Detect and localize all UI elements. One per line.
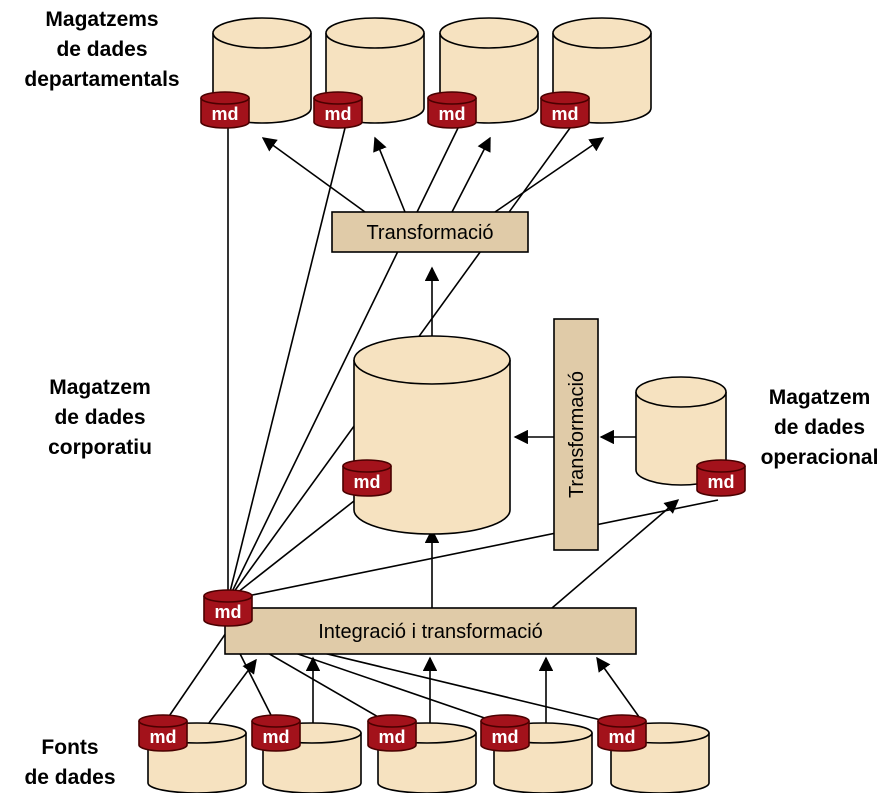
arrow-integration-to-operational	[551, 499, 680, 609]
label-corporate-line1: Magatzem	[49, 376, 151, 399]
line-hub-to-dept-2	[227, 127, 346, 601]
label-sources-line2: de dades	[24, 766, 116, 789]
departmental-md-icon-2: md	[313, 91, 363, 129]
label-corporate-line2: de dades	[54, 406, 146, 429]
departmental-md-icon-4: md	[540, 91, 590, 129]
source-md-icon-4: md	[480, 714, 530, 752]
metadata-label: md	[325, 104, 352, 124]
metadata-label: md	[150, 727, 177, 747]
line-hub-to-dept-3	[227, 127, 459, 601]
metadata-label: md	[354, 472, 381, 492]
metadata-label: md	[439, 104, 466, 124]
arrow-to-dept-2	[373, 136, 406, 213]
integration-transformation-box: Integració i transformació	[224, 607, 637, 655]
label-data-sources: Fonts de dades	[15, 733, 125, 793]
metadata-label: md	[552, 104, 579, 124]
metadata-label: md	[708, 472, 735, 492]
label-operational-line1: Magatzem	[768, 386, 871, 409]
label-operational-line3: operacional	[760, 446, 879, 469]
label-sources-line1: Fonts	[41, 736, 99, 759]
corporate-md-icon: md	[342, 459, 392, 497]
source-md-icon-5: md	[597, 714, 647, 752]
label-departmental-line1: Magatzems	[45, 8, 159, 31]
metadata-label: md	[215, 602, 242, 622]
top-transformation-box: Transformació	[331, 211, 529, 253]
label-operational-warehouse: Magatzem de dades operacional	[748, 383, 891, 473]
source-md-icon-1: md	[138, 714, 188, 752]
line-hub-to-operational-md	[227, 499, 719, 601]
arrow-to-dept-3	[451, 136, 491, 213]
central-md-hub-icon: md	[203, 589, 253, 627]
departmental-md-icon-1: md	[200, 91, 250, 129]
operational-md-icon: md	[696, 459, 746, 497]
label-departmental-line3: departamentals	[24, 68, 180, 91]
corporate-warehouse	[353, 335, 511, 535]
label-departmental-warehouses: Magatzems de dades departamentals	[2, 5, 202, 95]
metadata-label: md	[609, 727, 636, 747]
label-corporate-warehouse: Magatzem de dades corporatiu	[5, 373, 195, 463]
metadata-label: md	[263, 727, 290, 747]
arrow-to-dept-4	[494, 137, 605, 213]
source-md-icon-3: md	[367, 714, 417, 752]
transformation-label: Transformació	[366, 222, 493, 244]
connector-lines	[162, 127, 719, 736]
line-hub-to-source-md-1	[162, 629, 229, 726]
label-departmental-line2: de dades	[56, 38, 148, 61]
arrow-to-dept-1	[261, 137, 366, 213]
metadata-label: md	[379, 727, 406, 747]
label-corporate-line3: corporatiu	[48, 436, 152, 459]
metadata-label: md	[212, 104, 239, 124]
transformation-label: Transformació	[566, 371, 588, 498]
label-operational-line2: de dades	[773, 416, 866, 439]
line-hub-to-corporate-md	[227, 489, 369, 601]
metadata-label: md	[492, 727, 519, 747]
vertical-transformation-box: Transformació	[553, 318, 599, 551]
source-md-icon-2: md	[251, 714, 301, 752]
departmental-md-icon-3: md	[427, 91, 477, 129]
transformation-label: Integració i transformació	[318, 621, 543, 643]
